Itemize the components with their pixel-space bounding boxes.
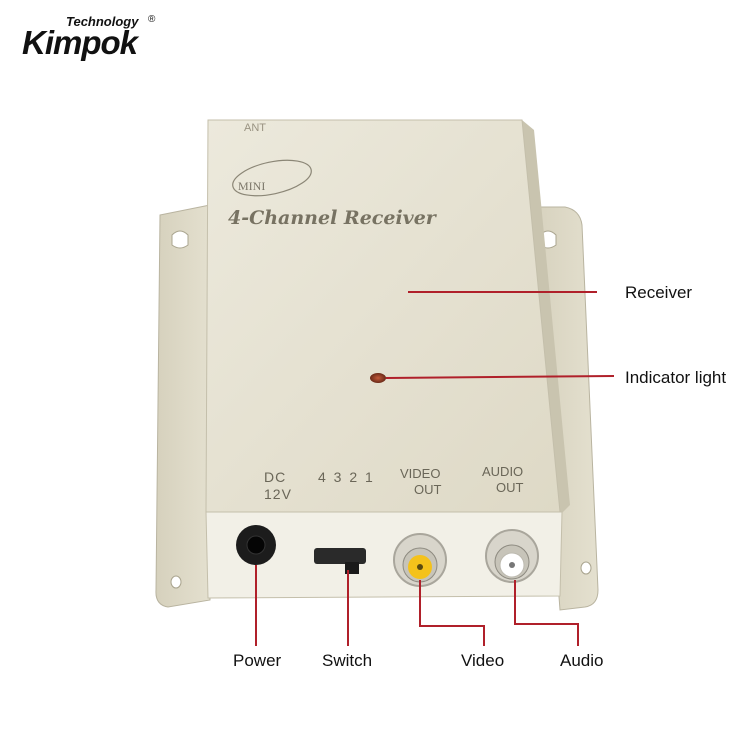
logo-brand-text: Kimpok bbox=[22, 24, 138, 61]
left-flange-keyhole-top bbox=[171, 230, 189, 249]
left-mounting-flange bbox=[155, 204, 211, 608]
audio-rca-pin bbox=[509, 562, 515, 568]
audio-out-label-line1: AUDIO bbox=[482, 464, 523, 479]
callout-indicator-light: Indicator light bbox=[625, 368, 727, 387]
ant-label: ANT bbox=[244, 122, 266, 134]
right-flange-hole-bottom bbox=[580, 561, 592, 575]
indicator-led bbox=[370, 373, 386, 383]
audio-leader-line bbox=[514, 580, 579, 646]
callout-switch: Switch bbox=[322, 651, 373, 670]
video-rca-pin bbox=[417, 564, 423, 570]
callout-audio: Audio bbox=[560, 651, 604, 670]
dc-label-line2: 12V bbox=[264, 486, 292, 502]
dc-power-jack-inner bbox=[246, 535, 266, 555]
video-out-label-line2: OUT bbox=[414, 482, 442, 497]
left-flange-hole-bottom bbox=[170, 575, 182, 589]
callout-power: Power bbox=[233, 651, 282, 670]
dc-label-line1: DC bbox=[264, 469, 286, 485]
channel-switch-slot bbox=[314, 548, 366, 564]
receiver-front-panel bbox=[205, 511, 563, 599]
video-out-label-line1: VIDEO bbox=[400, 466, 440, 481]
device-title-text: 4-Channel Receiver bbox=[228, 207, 438, 229]
mini-badge-swoosh bbox=[232, 159, 312, 197]
kimpok-logo: Technology ® Kimpok bbox=[22, 14, 162, 61]
audio-out-label-line2: OUT bbox=[496, 480, 524, 495]
indicator-leader-line bbox=[385, 375, 615, 379]
channel-numbers-label: 4 3 2 1 bbox=[318, 469, 375, 485]
logo-registered-mark: ® bbox=[148, 14, 156, 25]
mini-badge-text: MINI bbox=[238, 179, 265, 193]
callout-leader-lines bbox=[255, 291, 615, 646]
video-leader-line bbox=[419, 580, 485, 646]
callout-video: Video bbox=[461, 651, 505, 670]
logo-technology-text: Technology bbox=[66, 14, 139, 29]
callout-receiver: Receiver bbox=[625, 283, 693, 302]
receiver-side-wall bbox=[522, 120, 570, 515]
